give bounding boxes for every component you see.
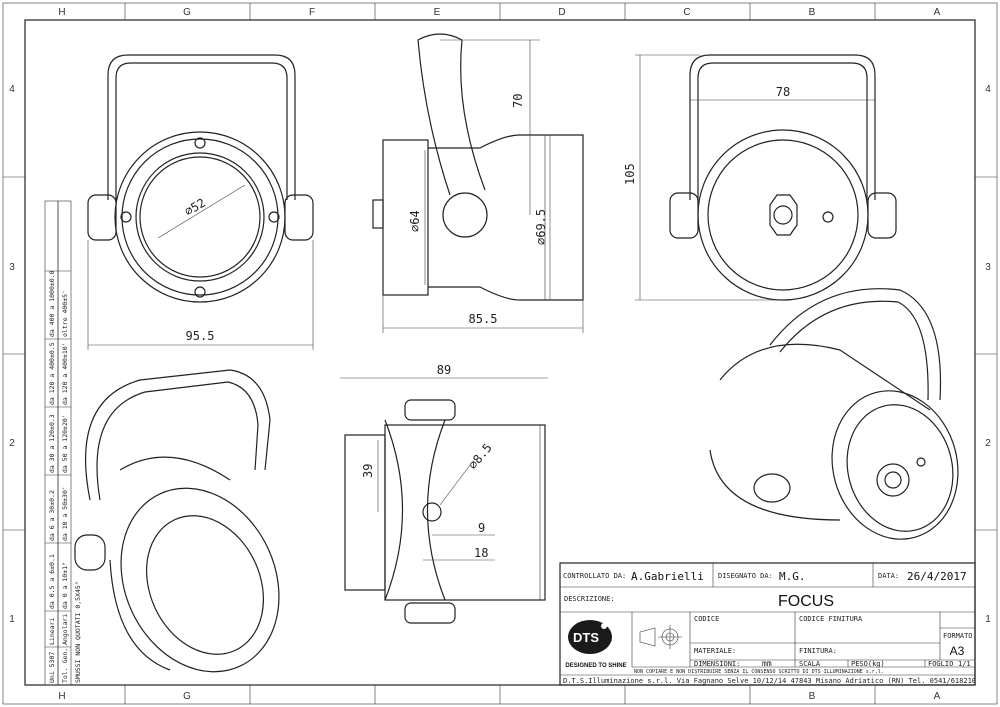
grid-row-label: 1: [9, 614, 15, 625]
disegnato-label: DISEGNATO DA:: [718, 572, 773, 580]
tolerance-table: Uni 5307 Lineari da 0.5 a 6±0.1 da 6 a 3…: [44, 200, 82, 686]
foglio-label: FOGLIO: [928, 660, 953, 668]
tolerance-cell: Lineari: [48, 618, 56, 645]
company-info: D.T.S.Illuminazione s.r.l. Via Fagnano S…: [563, 677, 976, 685]
tolerance-cell: da 120 a 400±10': [61, 342, 69, 405]
grid-col-label: B: [809, 7, 816, 18]
grid-labels-top: H G F E D C B A: [58, 7, 940, 18]
foglio-value: 1/1: [958, 660, 971, 668]
controllato-value: A.Gabrielli: [631, 570, 704, 583]
descrizione-value: FOCUS: [778, 593, 834, 610]
grid-col-label: G: [183, 691, 191, 702]
grid-col-label: E: [434, 7, 441, 18]
formato-label: FORMATO: [943, 632, 973, 640]
disegnato-value: M.G.: [779, 570, 806, 583]
tolerance-cell: Angolari: [61, 614, 69, 645]
side-view: 70 ⌀64 ⌀69.5 85.5: [372, 33, 584, 333]
tolerance-cell: da 0.5 a 6±0.1: [48, 554, 56, 609]
controllato-label: CONTROLLATO DA:: [563, 572, 626, 580]
grid-col-label: C: [683, 7, 690, 18]
isometric-view-right: [709, 288, 959, 540]
data-value: 26/4/2017: [907, 570, 967, 583]
tolerance-cell: Uni 5307: [48, 652, 56, 683]
dimensioni-label: DIMENSIONI:: [694, 660, 740, 668]
tolerance-cell: da 50 a 120±20': [61, 414, 69, 473]
codice-finitura-label: CODICE FINITURA: [799, 615, 863, 623]
logo-tagline: DESIGNED TO SHINE: [565, 663, 626, 669]
dimension-label: 70: [511, 94, 525, 108]
grid-row-label: 2: [985, 438, 991, 449]
tolerance-cell: da 0 a 10±1°: [61, 562, 69, 609]
front-view: ⌀52 95.5: [87, 54, 314, 350]
grid-row-label: 3: [9, 262, 15, 273]
dimensioni-value: mm: [762, 659, 772, 668]
tolerance-cell: da 400 a 1000±0.8: [48, 270, 56, 337]
tolerance-cell: oltre 400±5': [61, 290, 69, 337]
dimension-label: 18: [474, 546, 488, 560]
title-block: CONTROLLATO DA: A.Gabrielli DISEGNATO DA…: [559, 562, 976, 686]
grid-labels-bottom: H G B A: [58, 691, 940, 702]
grid-col-label: H: [58, 691, 65, 702]
logo-text: DTS: [573, 630, 599, 645]
dimension-label: 95.5: [186, 329, 215, 343]
materiale-label: MATERIALE:: [694, 647, 736, 655]
dimension-label: ⌀64: [408, 210, 422, 232]
dimension-label: 78: [776, 85, 790, 99]
tolerance-note: SMUSSI NON QUOTATI 0,5X45°: [74, 581, 82, 683]
isometric-view-left: [74, 369, 280, 673]
formato-value: A3: [950, 644, 965, 658]
rear-view: 78 105: [623, 54, 897, 301]
grid-row-label: 4: [9, 84, 15, 95]
tolerance-cell: da 6 a 30±0.2: [48, 490, 56, 541]
grid-row-label: 1: [985, 614, 991, 625]
dimension-label: ⌀8.5: [466, 441, 495, 472]
dimension-label: 105: [623, 163, 637, 185]
grid-col-label: G: [183, 7, 191, 18]
grid-col-label: H: [58, 7, 65, 18]
codice-label: CODICE: [694, 615, 719, 623]
tolerance-cell: da 120 a 400±0.5: [48, 342, 56, 405]
grid-row-label: 4: [985, 84, 991, 95]
copyright-notice: NON COPIARE E NON DISTRIBUIRE SENZA IL C…: [634, 669, 884, 675]
dts-logo: DTS DESIGNED TO SHINE: [565, 620, 627, 669]
dimension-label: 39: [361, 464, 375, 478]
grid-col-label: A: [934, 7, 941, 18]
tolerance-cell: da 30 a 120±0.3: [48, 414, 56, 473]
grid-col-label: A: [934, 691, 941, 702]
top-view: 89 39 ⌀8.5 9 18: [340, 363, 548, 624]
dimension-label: 85.5: [469, 312, 498, 326]
grid-col-label: B: [809, 691, 816, 702]
dimension-label: ⌀52: [182, 196, 208, 219]
grid-col-label: F: [309, 7, 315, 18]
grid-labels-sides: 4 3 2 1 4 3 2 1: [9, 84, 991, 625]
data-label: DATA:: [878, 572, 899, 580]
finitura-label: FINITURA:: [799, 647, 837, 655]
dimension-label: 9: [478, 521, 485, 535]
grid-row-label: 3: [985, 262, 991, 273]
descrizione-label: DESCRIZIONE:: [564, 595, 615, 603]
grid-col-label: D: [558, 7, 565, 18]
tolerance-cell: da 10 a 50±30': [61, 486, 69, 541]
dimension-label: 89: [437, 363, 451, 377]
scala-label: SCALA: [799, 660, 821, 668]
grid-row-label: 2: [9, 438, 15, 449]
projection-symbol-icon: [639, 625, 682, 649]
dimension-label: ⌀69.5: [534, 209, 548, 245]
peso-label: PESO(kg): [851, 660, 885, 668]
tolerance-cell: Tol. Gen.: [61, 648, 69, 683]
